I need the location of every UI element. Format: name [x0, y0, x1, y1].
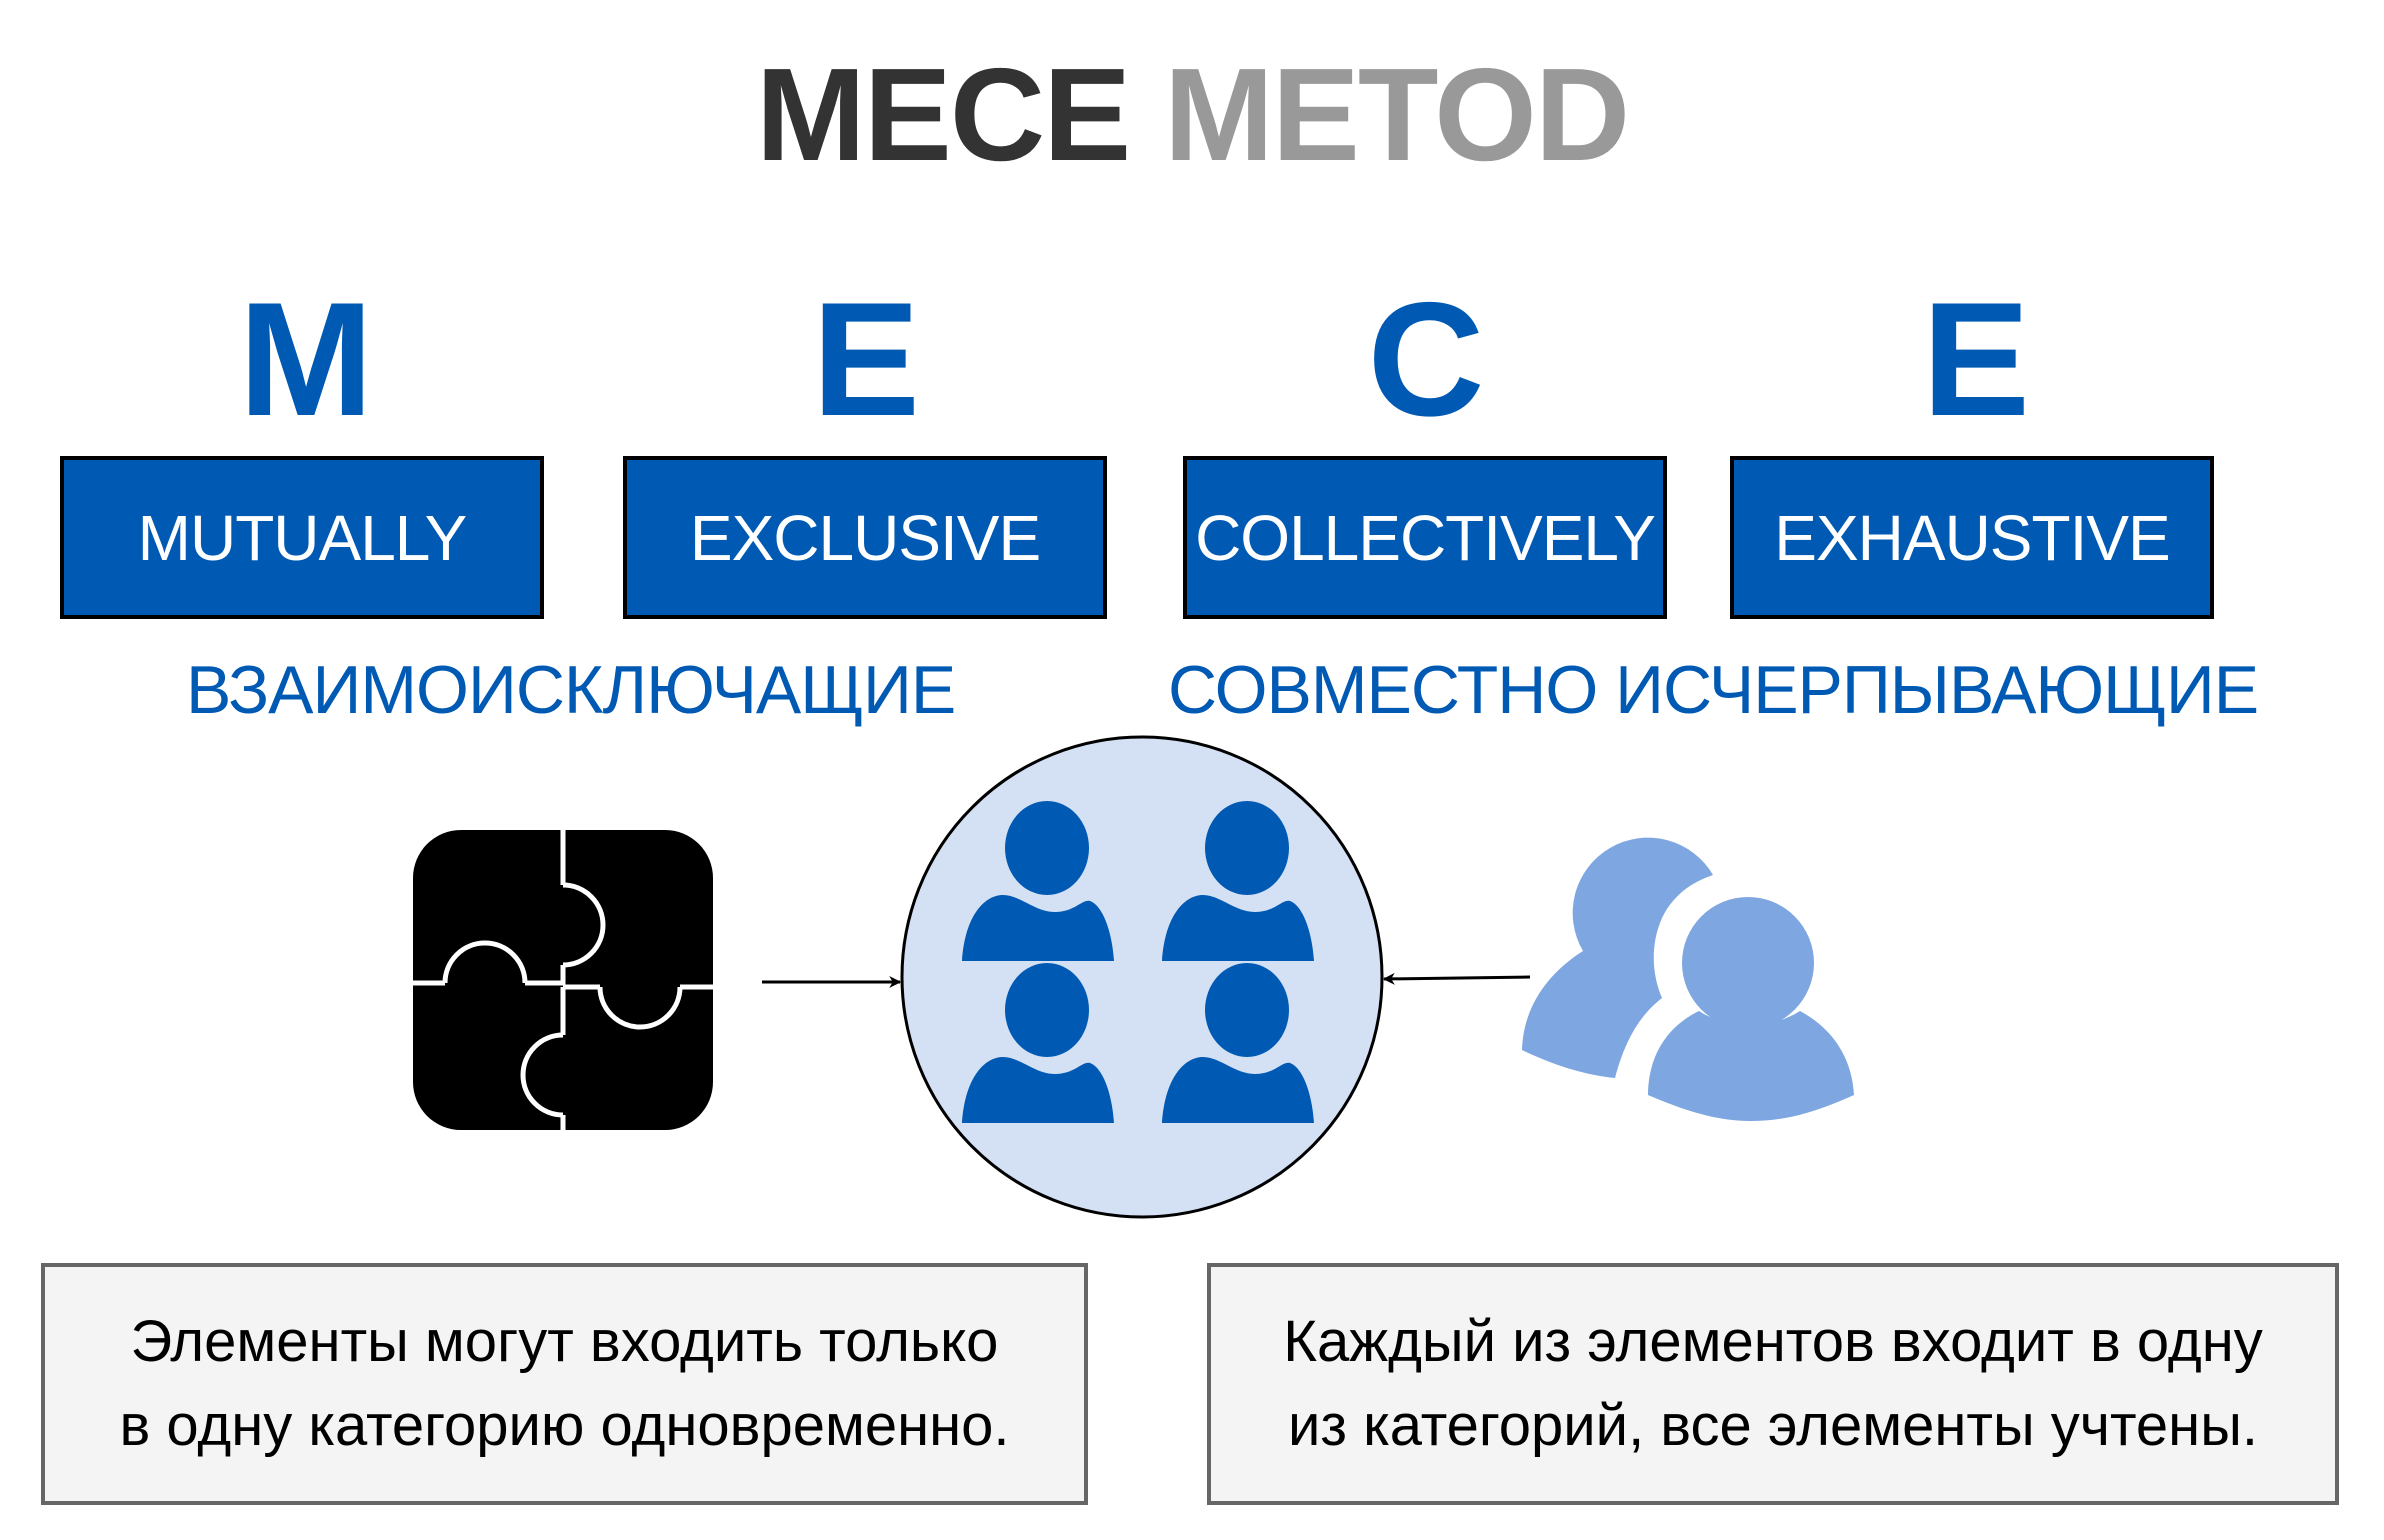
description-box-mutually-exclusive: Элементы могут входить только в одну кат… — [41, 1263, 1088, 1505]
two-users-icon — [1522, 837, 1854, 1121]
page-title: MECE METOD — [0, 40, 2384, 190]
word-mutually: MUTUALLY — [137, 501, 468, 574]
user-icon — [1162, 801, 1314, 961]
description-box-collectively-exhaustive: Каждый из элементов входит в одну из кат… — [1207, 1263, 2339, 1505]
subtitle-mutually-exclusive: ВЗАИМОИСКЛЮЧАЩИЕ — [186, 652, 956, 728]
title-metod: METOD — [1163, 41, 1630, 188]
word-box-collectively: COLLECTIVELY — [1183, 456, 1667, 619]
word-collectively: COLLECTIVELY — [1195, 501, 1656, 574]
description-left-line2: в одну категорию одновременно. — [119, 1393, 1010, 1458]
letter-m: M — [238, 269, 374, 450]
description-right-line1: Каждый из элементов входит в одну — [1283, 1309, 2263, 1374]
letter-e-exhaustive: E — [1921, 269, 2031, 450]
letter-e-exclusive: E — [811, 269, 921, 450]
word-exclusive: EXCLUSIVE — [689, 501, 1041, 574]
title-mece: MECE — [755, 41, 1131, 188]
user-front-icon — [1648, 897, 1854, 1121]
letter-c: C — [1367, 269, 1485, 450]
arrow-right-to-circle — [1382, 972, 1531, 985]
description-left-line1: Элементы могут входить только — [130, 1309, 999, 1374]
word-box-exhaustive: EXHAUSTIVE — [1730, 456, 2214, 619]
word-box-exclusive: EXCLUSIVE — [623, 456, 1107, 619]
user-back-icon — [1522, 837, 1713, 1078]
user-icon — [962, 801, 1114, 961]
word-exhaustive: EXHAUSTIVE — [1774, 501, 2170, 574]
subtitle-collectively-exhaustive: СОВМЕСТНО ИСЧЕРПЫВАЮЩИЕ — [1168, 652, 2259, 728]
description-right-line2: из категорий, все элементы учтены. — [1287, 1393, 2258, 1458]
puzzle-icon — [413, 830, 713, 1131]
group-circle — [900, 735, 1384, 1219]
user-icon — [1162, 963, 1314, 1123]
user-icon — [962, 963, 1114, 1123]
word-box-mutually: MUTUALLY — [60, 456, 544, 619]
group-of-four-users-icon — [962, 801, 1314, 1123]
